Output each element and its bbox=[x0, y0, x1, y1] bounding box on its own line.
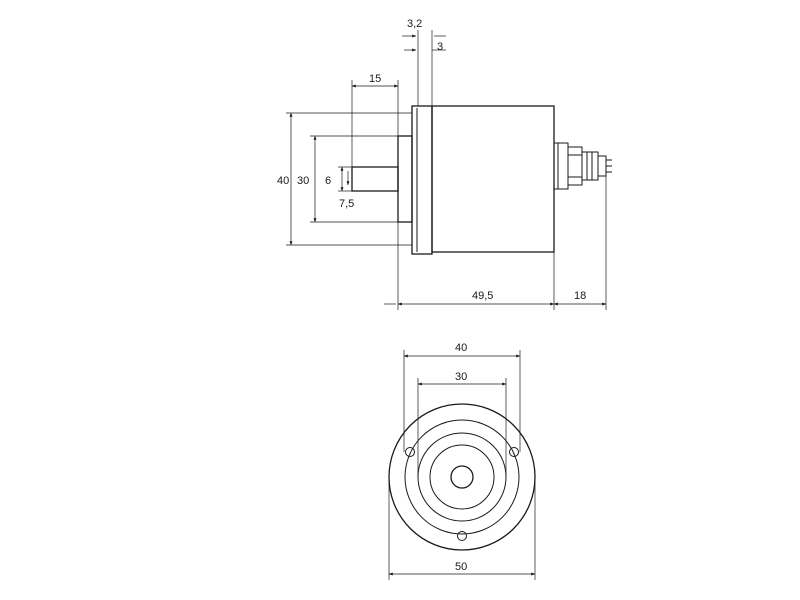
dim-body-length: 49,5 bbox=[472, 290, 493, 302]
spigot-circle bbox=[417, 432, 507, 522]
shaft bbox=[351, 166, 399, 192]
dim-shaft-diameter: 6 bbox=[325, 175, 331, 187]
dim-flange-thickness: 3,2 bbox=[407, 18, 422, 30]
dim-outer-height: 40 bbox=[277, 175, 289, 187]
body-circle bbox=[429, 444, 495, 510]
flange-ring-circle bbox=[404, 419, 520, 535]
mounting-hole bbox=[405, 447, 415, 457]
dim-front-outer: 50 bbox=[455, 561, 467, 573]
mounting-hole bbox=[457, 531, 467, 541]
dim-gland-length: 18 bbox=[574, 290, 586, 302]
flange bbox=[411, 105, 433, 255]
dim-shaft-flat: 7,5 bbox=[339, 198, 354, 210]
front-view: 40 30 50 bbox=[388, 342, 536, 580]
dim-spigot-diameter: 30 bbox=[297, 175, 309, 187]
dim-front-spigot: 30 bbox=[455, 371, 467, 383]
housing bbox=[431, 105, 555, 253]
dim-flange-offset: 3 bbox=[437, 41, 443, 53]
mounting-hole bbox=[509, 447, 519, 457]
outer-flange-circle bbox=[388, 403, 536, 551]
side-view: 3,2 3 15 40 30 6 7,5 49,5 18 bbox=[277, 18, 612, 310]
shaft-circle bbox=[450, 465, 474, 489]
cable-gland bbox=[553, 142, 612, 190]
dim-shaft-length: 15 bbox=[369, 73, 381, 85]
dim-bolt-circle: 40 bbox=[455, 342, 467, 354]
spigot bbox=[397, 135, 413, 223]
